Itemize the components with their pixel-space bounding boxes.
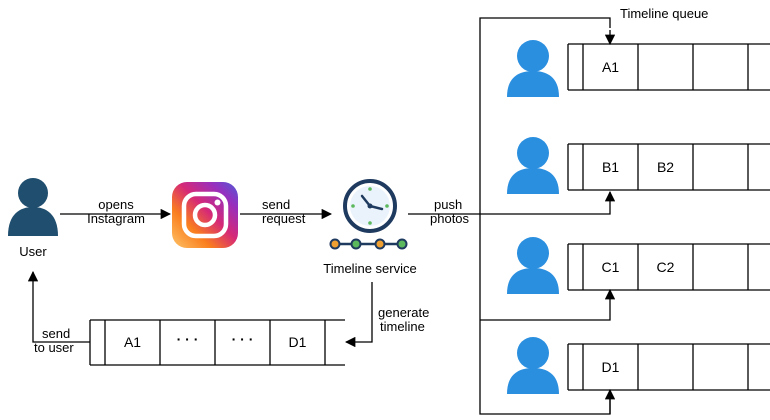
queue-cell: D1 xyxy=(601,359,620,375)
clock-icon xyxy=(329,179,408,250)
queue-cell: B2 xyxy=(656,159,675,175)
user-icon xyxy=(507,40,559,97)
timeline-service-label: Timeline service xyxy=(323,261,417,276)
queue-arrow-c xyxy=(480,288,616,321)
queue-cell: A1 xyxy=(601,59,620,75)
opens-label: opens xyxy=(98,197,134,212)
queue-c xyxy=(567,243,770,291)
push-label-2: photos xyxy=(430,211,470,226)
queue-cell: C1 xyxy=(601,259,620,275)
send-request-label-2: request xyxy=(262,211,306,226)
generate-label-1: generate xyxy=(378,305,430,320)
output-queue-ellipsis: · · · xyxy=(176,331,199,347)
user-icon xyxy=(8,178,58,236)
push-label-1: push xyxy=(434,197,463,212)
user-icon xyxy=(507,137,559,194)
generate-arrow xyxy=(344,282,373,348)
instagram-logo-icon xyxy=(172,182,238,248)
send-request-label-1: send xyxy=(262,197,291,212)
queue-cell: C2 xyxy=(656,259,675,275)
output-queue-cell: A1 xyxy=(123,334,142,350)
queue-cell: B1 xyxy=(601,159,620,175)
timeline-queue-label: Timeline queue xyxy=(620,6,709,21)
queue-a xyxy=(567,43,770,91)
queue-arrow-b xyxy=(480,190,616,215)
send-to-user-label-2: to user xyxy=(34,340,74,355)
send-to-user-label-1: send xyxy=(42,326,71,341)
instagram-label: Instagram xyxy=(87,211,145,226)
user-label: User xyxy=(19,244,47,259)
user-icon xyxy=(507,337,559,394)
generate-label-2: timeline xyxy=(380,319,425,334)
queue-b xyxy=(567,143,770,191)
output-queue-ellipsis: · · · xyxy=(231,331,254,347)
queue-d xyxy=(567,343,770,391)
output-queue-cell: D1 xyxy=(288,334,307,350)
user-icon xyxy=(507,237,559,294)
send-to-user-arrow xyxy=(27,270,90,343)
output-queue xyxy=(89,319,345,366)
